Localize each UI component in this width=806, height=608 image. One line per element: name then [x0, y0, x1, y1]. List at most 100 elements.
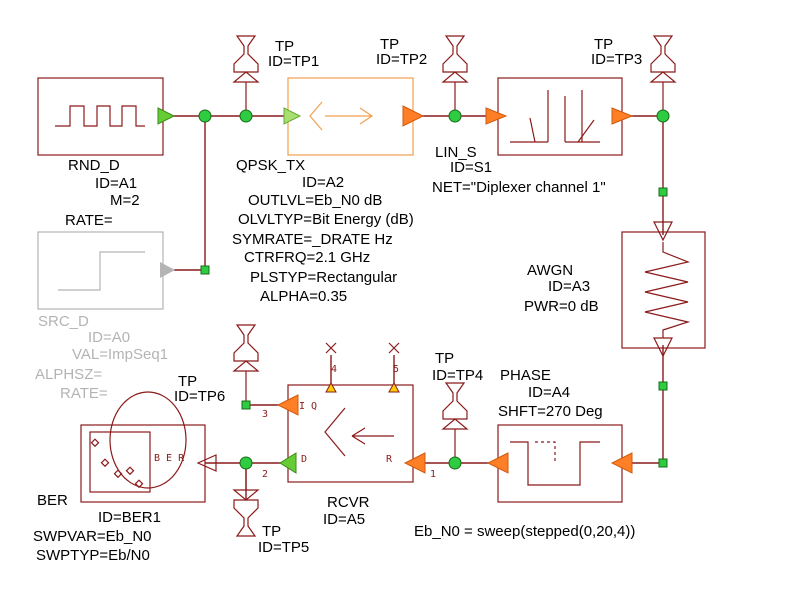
tp3-id: ID=TP3 [591, 51, 642, 68]
rcvr-pin4: 4 [331, 364, 337, 375]
output-port-icon [611, 107, 634, 125]
wire-endpoint [241, 400, 251, 410]
ber-block[interactable]: B E R BER ID=BER1 SWPVAR=Eb_N0 SWPTYP=Eb… [33, 391, 217, 564]
tp5-id: ID=TP5 [258, 539, 309, 556]
noise-icon [644, 242, 691, 338]
pin4-icon [325, 381, 337, 393]
nodes [198, 109, 670, 470]
phase-shft: SHFT=270 Deg [498, 403, 603, 420]
phase-id: ID=A4 [528, 384, 570, 401]
lin-s-net: NET="Diplexer channel 1" [432, 179, 606, 196]
src-d-name: SRC_D [38, 313, 89, 330]
pin4-x-icon [325, 342, 337, 354]
wire-node [448, 456, 462, 470]
tp5-probe[interactable]: TP ID=TP5 [232, 463, 309, 556]
qpsk-tx-ctrfrq: CTRFRQ=2.1 GHz [244, 249, 370, 266]
rcvr-pin5: 5 [393, 364, 399, 375]
output-port-icon [160, 262, 175, 278]
lin-s-id: ID=S1 [450, 159, 492, 176]
tp1-probe[interactable]: TP ID=TP1 [233, 35, 319, 117]
ber-swpvar: SWPVAR=Eb_N0 [33, 528, 152, 545]
ber-swptyp: SWPTYP=Eb/N0 [36, 547, 150, 564]
awgn-id: ID=A3 [548, 278, 590, 295]
wire-node [239, 456, 253, 470]
output-port-icon [486, 452, 509, 474]
rcvr-d-label: D [301, 454, 307, 465]
tp3-name: TP [594, 36, 613, 53]
rcvr-block[interactable]: I Q D R 4 5 3 2 1 RCVR ID=A5 [262, 342, 436, 528]
rcvr-id: ID=A5 [323, 511, 365, 528]
ber-inner-label: B E R [154, 453, 185, 464]
wire-endpoint [658, 381, 668, 391]
input-port-icon [196, 454, 217, 472]
src-d-block[interactable]: SRC_D ID=A0 VAL=ImpSeq1 ALPHSZ= RATE= [35, 231, 175, 402]
wire-node [239, 109, 253, 123]
wire-endpoint [658, 187, 668, 197]
output-port-icon [157, 107, 176, 125]
rcvr-pin3: 3 [262, 409, 268, 420]
ber-id: ID=BER1 [98, 509, 161, 526]
tp2-probe[interactable]: TP ID=TP2 [376, 35, 468, 117]
input-port-icon [610, 452, 633, 474]
rcvr-iq-label: I Q [299, 401, 317, 412]
rcvr-name: RCVR [327, 494, 370, 511]
src-d-rate: RATE= [60, 385, 108, 402]
pin5-x-icon [388, 342, 400, 354]
phase-shift-icon [510, 441, 600, 486]
rcvr-r-label: R [386, 454, 393, 465]
phase-name: PHASE [500, 367, 551, 384]
rcvr-pin1: 1 [430, 469, 436, 480]
square-wave-icon [55, 105, 145, 127]
pin5-icon [388, 381, 400, 393]
rnd-d-block[interactable]: RND_D ID=A1 M=2 RATE= [37, 77, 176, 229]
tp1-name: TP [275, 38, 294, 55]
awgn-pwr: PWR=0 dB [524, 298, 599, 315]
lin-s-block[interactable]: LIN_S ID=S1 NET="Diplexer channel 1" [432, 77, 634, 196]
output-port-icon [402, 105, 425, 127]
tp1-id: ID=TP1 [268, 53, 319, 70]
lin-s-name: LIN_S [435, 144, 477, 161]
wire-endpoint [658, 458, 668, 468]
rnd-d-m: M=2 [110, 192, 140, 209]
iq-port-icon [276, 394, 299, 416]
ber-name: BER [37, 492, 68, 509]
input-port-icon [653, 221, 673, 242]
qpsk-tx-id: ID=A2 [302, 174, 344, 191]
input-port-icon [283, 107, 302, 125]
input-port-icon [485, 107, 508, 125]
tp6-id: ID=TP6 [174, 388, 225, 405]
qpsk-tx-alpha: ALPHA=0.35 [260, 288, 347, 305]
qpsk-tx-block[interactable]: QPSK_TX ID=A2 OUTLVL=Eb_N0 dB OLVLTYP=Bi… [232, 77, 425, 305]
wire-node [448, 109, 462, 123]
step-icon [58, 251, 145, 291]
tp2-name: TP [380, 36, 399, 53]
awgn-block[interactable]: AWGN ID=A3 PWR=0 dB [524, 221, 706, 358]
d-port-icon [279, 452, 297, 474]
modulator-icon [309, 101, 374, 131]
filter-icon [510, 90, 600, 143]
tp6-probe[interactable]: TP ID=TP6 [174, 324, 259, 406]
output-port-icon [653, 337, 673, 358]
phase-block[interactable]: PHASE ID=A4 SHFT=270 Deg [486, 367, 633, 503]
rnd-d-rate: RATE= [65, 212, 113, 229]
tp3-probe[interactable]: TP ID=TP3 [591, 35, 676, 117]
rnd-d-id: ID=A1 [95, 175, 137, 192]
qpsk-tx-olvltyp: OLVLTYP=Bit Energy (dB) [238, 211, 414, 228]
wire-endpoint [200, 265, 210, 275]
src-d-id: ID=A0 [88, 329, 130, 346]
tp2-id: ID=TP2 [376, 51, 427, 68]
receiver-icon [324, 407, 394, 457]
src-d-alphsz: ALPHSZ= [35, 366, 102, 383]
tp4-id: ID=TP4 [432, 367, 483, 384]
ber-scatter-icon [90, 438, 144, 489]
awgn-name: AWGN [527, 262, 573, 279]
qpsk-tx-plstyp: PLSTYP=Rectangular [250, 269, 397, 286]
sweep-equation[interactable]: Eb_N0 = sweep(stepped(0,20,4)) [414, 523, 635, 540]
rnd-d-name: RND_D [68, 157, 120, 174]
tp4-name: TP [435, 350, 454, 367]
tp5-name: TP [262, 523, 281, 540]
qpsk-tx-symrate: SYMRATE=_DRATE Hz [232, 231, 393, 248]
tp4-probe[interactable]: TP ID=TP4 [432, 350, 483, 464]
rcvr-pin2: 2 [262, 469, 268, 480]
